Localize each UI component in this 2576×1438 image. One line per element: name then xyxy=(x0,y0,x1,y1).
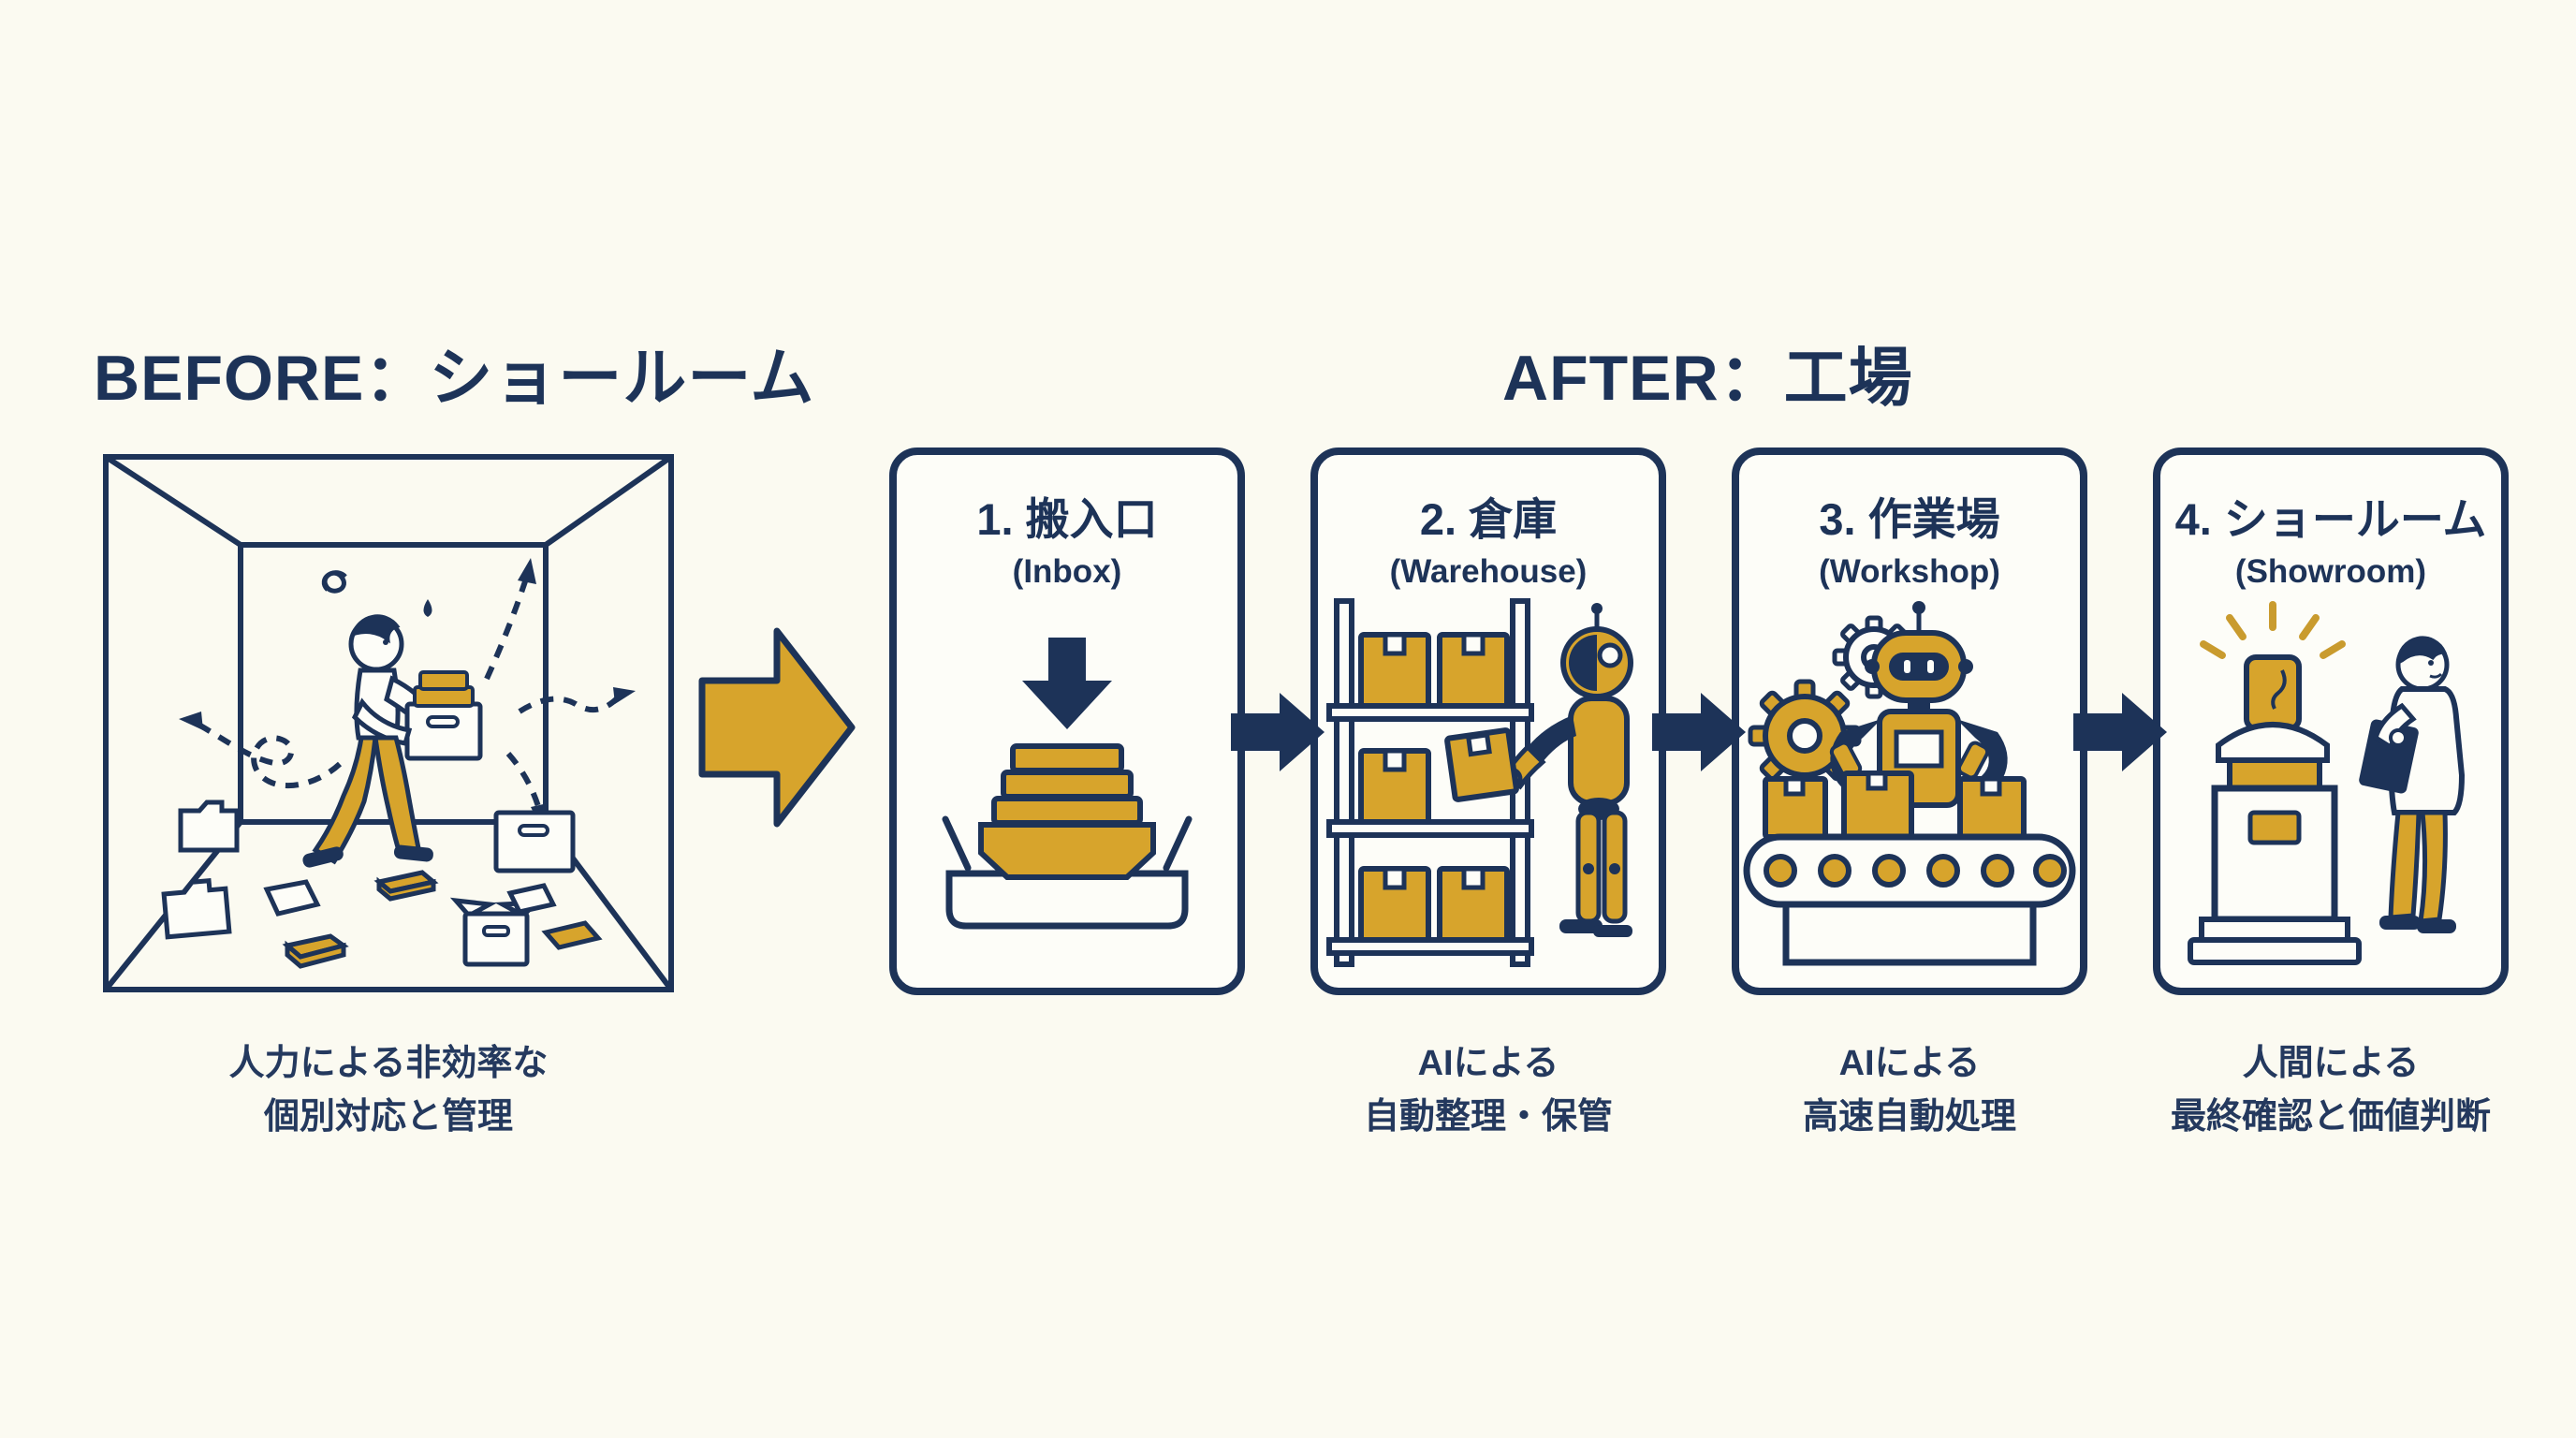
shine-rays xyxy=(2200,601,2346,659)
gear-large xyxy=(1748,679,1862,793)
step-subtitle: (Workshop) xyxy=(1819,553,2000,590)
person-carrying-box xyxy=(302,614,483,868)
warehouse-caption: AIによる 自動整理・保管 xyxy=(1273,1037,1704,1144)
before-title: BEFORE：ショールーム xyxy=(94,343,815,414)
workshop-caption-line1: AIによる xyxy=(1838,1044,1981,1083)
warehouse-robot xyxy=(1444,603,1633,937)
confusion-scribble xyxy=(321,570,347,594)
step-panel-warehouse: 2. 倉庫 (Warehouse) xyxy=(1310,448,1666,995)
sweat-drop xyxy=(423,599,432,617)
step-subtitle: (Warehouse) xyxy=(1389,553,1588,590)
messy-room-illustration xyxy=(98,449,679,997)
before-caption-line1: 人力による非効率な xyxy=(228,1044,549,1083)
after-title: AFTER：工場 xyxy=(1502,343,1913,414)
before-caption: 人力による非効率な 個別対応と管理 xyxy=(122,1037,655,1144)
navy-right-arrow-icon xyxy=(2071,685,2169,779)
warehouse-caption-line2: 自動整理・保管 xyxy=(1363,1097,1613,1137)
step-subtitle: (Showroom) xyxy=(2234,553,2427,590)
inbox-tray-icon xyxy=(927,638,1208,951)
robot-conveyor-icon xyxy=(1732,595,2087,975)
warehouse-caption-line1: AIによる xyxy=(1417,1044,1559,1083)
gold-right-arrow-icon xyxy=(698,610,857,844)
step-title: 3. 作業場 xyxy=(1819,494,2000,544)
dashed-arrows xyxy=(190,575,623,814)
showroom-caption-line1: 人間による xyxy=(2242,1044,2420,1083)
step-title: 2. 倉庫 xyxy=(1419,494,1558,544)
belt-boxes xyxy=(1763,770,2027,840)
step-header: 4. ショールーム (Showroom) xyxy=(2160,483,2501,591)
workshop-caption: AIによる 高速自動処理 xyxy=(1694,1037,2125,1144)
scattered-items xyxy=(161,800,603,969)
before-caption-line2: 個別対応と管理 xyxy=(263,1097,513,1137)
workshop-caption-line2: 高速自動処理 xyxy=(1802,1097,2016,1137)
showroom-caption-line2: 最終確認と価値判断 xyxy=(2170,1097,2491,1137)
step-panel-showroom: 4. ショールーム (Showroom) xyxy=(2153,448,2509,995)
reviewer-person xyxy=(2359,636,2466,933)
step-subtitle: (Inbox) xyxy=(1012,553,1122,590)
robot-warehouse-icon xyxy=(1320,595,1657,975)
conveyor-base xyxy=(1782,901,2037,966)
conveyor-rollers xyxy=(1764,854,2067,888)
showroom-caption: 人間による 最終確認と価値判断 xyxy=(2115,1037,2546,1144)
pedestal xyxy=(2188,654,2362,965)
pedestal-review-icon xyxy=(2153,595,2509,975)
navy-right-arrow-icon xyxy=(1650,685,1748,779)
step-header: 2. 倉庫 (Warehouse) xyxy=(1318,483,1659,591)
shelf-boxes xyxy=(1358,632,1510,943)
messy-room-icon xyxy=(103,454,674,992)
step-header: 3. 作業場 (Workshop) xyxy=(1739,483,2080,591)
navy-right-arrow-icon xyxy=(1229,685,1326,779)
step-panel-workshop: 3. 作業場 (Workshop) xyxy=(1732,448,2087,995)
step-title: 1. 搬入口 xyxy=(976,494,1158,544)
step-title: 4. ショールーム xyxy=(2174,494,2487,544)
step-header: 1. 搬入口 (Inbox) xyxy=(897,483,1237,591)
step-panel-inbox: 1. 搬入口 (Inbox) xyxy=(889,448,1245,995)
